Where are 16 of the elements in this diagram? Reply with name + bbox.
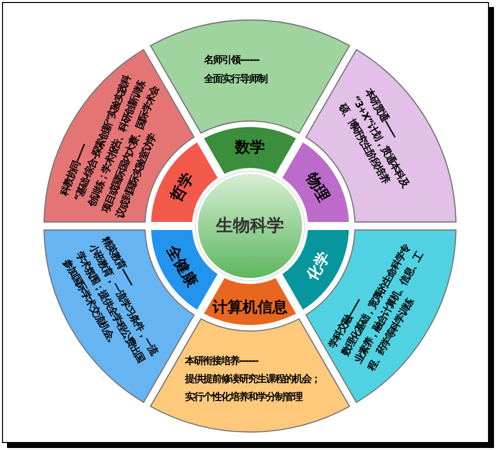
- section-text: 提供提前修读研究生课程的机会；: [185, 372, 320, 386]
- segment-label: 物理: [303, 169, 334, 204]
- section-text: 全面实行导师制: [204, 72, 267, 86]
- outer-ring-segment: [43, 48, 196, 223]
- inner-ring-segment: [203, 277, 297, 326]
- segment-label: 化学: [303, 248, 334, 283]
- inner-ring-segment: [203, 126, 297, 175]
- segment-label: 哲学: [166, 169, 197, 204]
- section-text: 实行个性化培养和学分制管理: [185, 390, 302, 404]
- outer-ring-segment: [304, 48, 457, 223]
- center-label: 生物科学: [216, 216, 284, 236]
- segment-label: 数学: [235, 138, 265, 156]
- segment-label: 计算机信息: [212, 298, 288, 316]
- section-heading: 名师引领------: [204, 54, 259, 68]
- segment-label: 全健康: [162, 242, 201, 290]
- section-heading: 本研衔接培养------: [185, 354, 258, 368]
